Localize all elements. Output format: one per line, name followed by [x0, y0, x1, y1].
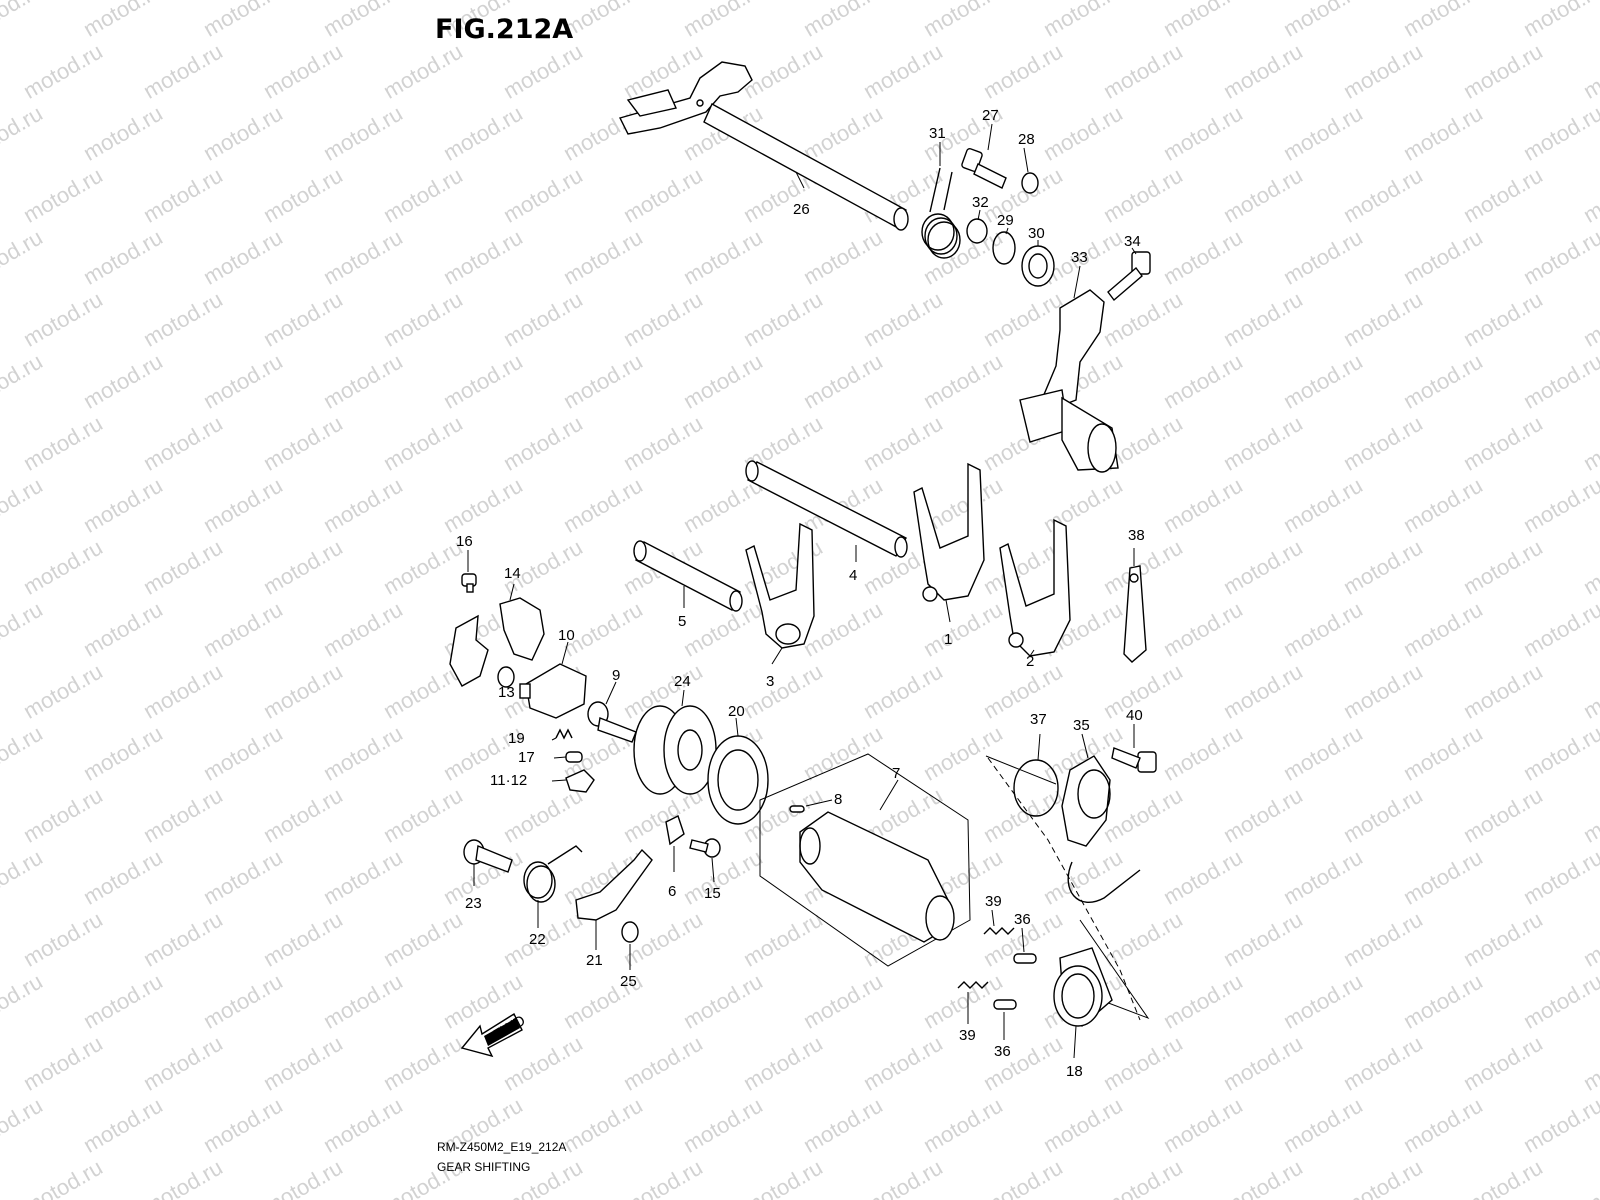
part-17-pin — [565, 751, 583, 763]
callout-26: 26 — [793, 201, 810, 218]
part-19-spring — [555, 728, 573, 740]
part-23-bolt — [463, 839, 513, 873]
callout-14: 14 — [504, 565, 521, 582]
callout-5: 5 — [678, 613, 686, 630]
part-36-pin-b — [993, 999, 1017, 1010]
callout-36-top: 36 — [1014, 911, 1031, 928]
callout-18: 18 — [1066, 1063, 1083, 1080]
part-33-gearshift-lever — [1019, 289, 1119, 473]
part-27-bolt — [961, 148, 1007, 189]
callout-37: 37 — [1030, 711, 1047, 728]
part-15-bolt — [689, 838, 721, 858]
callout-17: 17 — [518, 749, 535, 766]
part-8-pin — [789, 805, 805, 813]
part-18-needle-bearing — [1053, 947, 1113, 1027]
drum-box-outline — [759, 753, 971, 967]
drawing-code: RM-Z450M2_E19_212A — [437, 1140, 567, 1154]
part-14-plate-a — [449, 614, 489, 687]
callout-15: 15 — [704, 885, 721, 902]
callout-24: 24 — [674, 673, 691, 690]
callout-13: 13 — [498, 684, 515, 701]
callout-39-top: 39 — [985, 893, 1002, 910]
part-4-fork-shaft — [745, 460, 908, 558]
callout-3: 3 — [766, 673, 774, 690]
figure-title: FIG.212A — [435, 14, 574, 45]
part-25-washer — [621, 921, 639, 943]
part-5-fork-shaft — [633, 540, 743, 612]
part-13-washer — [497, 666, 515, 688]
callout-28: 28 — [1018, 131, 1035, 148]
part-3-shift-fork — [745, 522, 815, 649]
leader-lines — [467, 123, 1137, 1059]
callout-22: 22 — [529, 931, 546, 948]
callout-30: 30 — [1028, 225, 1045, 242]
guide-lines — [985, 755, 1150, 1020]
part-39-spring-b — [957, 981, 989, 989]
callout-31: 31 — [929, 125, 946, 142]
drawing-name: GEAR SHIFTING — [437, 1160, 531, 1174]
guide-dashed-line — [987, 757, 1141, 1021]
callout-33: 33 — [1071, 249, 1088, 266]
part-2-shift-fork — [999, 518, 1071, 657]
part-40-bolt — [1111, 747, 1157, 773]
callout-32: 32 — [972, 194, 989, 211]
part-10-cam — [519, 663, 587, 719]
part-36-pin-a — [1013, 953, 1037, 964]
callout-4: 4 — [849, 567, 857, 584]
part-35-sensor — [1061, 755, 1141, 904]
callout-25: 25 — [620, 973, 637, 990]
callout-6: 6 — [668, 883, 676, 900]
part-38-guide — [1123, 565, 1147, 663]
callout-1: 1 — [944, 631, 952, 648]
callout-21: 21 — [586, 952, 603, 969]
callout-35: 35 — [1073, 717, 1090, 734]
part-39-spring-a — [983, 927, 1015, 935]
callout-27: 27 — [982, 107, 999, 124]
callout-8: 8 — [834, 791, 842, 808]
part-24-cam-plate — [633, 705, 717, 795]
callout-20: 20 — [728, 703, 745, 720]
callout-7: 7 — [892, 765, 900, 782]
callout-9: 9 — [612, 667, 620, 684]
callout-29: 29 — [997, 212, 1014, 229]
callout-36-bottom: 36 — [994, 1043, 1011, 1060]
part-29-washer — [992, 231, 1016, 265]
part-30-oil-seal — [1021, 245, 1055, 287]
part-7-shift-drum — [799, 811, 955, 943]
part-34-bolt — [1107, 251, 1151, 302]
part-31-return-spring — [921, 167, 961, 259]
part-26-shift-shaft — [618, 61, 909, 231]
callout-38: 38 — [1128, 527, 1145, 544]
fwd-arrow-icon: FWD — [460, 1012, 529, 1058]
part-16-screw — [461, 573, 477, 593]
part-21-stopper-arm — [575, 848, 653, 921]
part-11-12-shim — [565, 769, 595, 793]
callout-34: 34 — [1124, 233, 1141, 250]
callout-23: 23 — [465, 895, 482, 912]
part-22-spring — [523, 845, 583, 903]
callout-labels: 26 31 27 28 32 29 30 33 34 38 4 5 1 2 3 … — [456, 107, 1145, 1080]
part-14-plate-b — [499, 597, 545, 661]
callout-40: 40 — [1126, 707, 1143, 724]
part-28-washer — [1021, 172, 1039, 194]
part-20-bearing — [707, 735, 769, 825]
part-32-circlip — [966, 218, 988, 244]
part-6-washer-plate — [665, 815, 685, 846]
callout-16: 16 — [456, 533, 473, 550]
callout-39-bottom: 39 — [959, 1027, 976, 1044]
part-9-pin — [587, 701, 637, 743]
callout-2: 2 — [1026, 653, 1034, 670]
callout-19: 19 — [508, 730, 525, 747]
part-37-o-ring — [1013, 759, 1059, 817]
callout-11-12: 11·12 — [490, 772, 527, 789]
part-1-shift-fork — [913, 462, 985, 602]
callout-10: 10 — [558, 627, 575, 644]
